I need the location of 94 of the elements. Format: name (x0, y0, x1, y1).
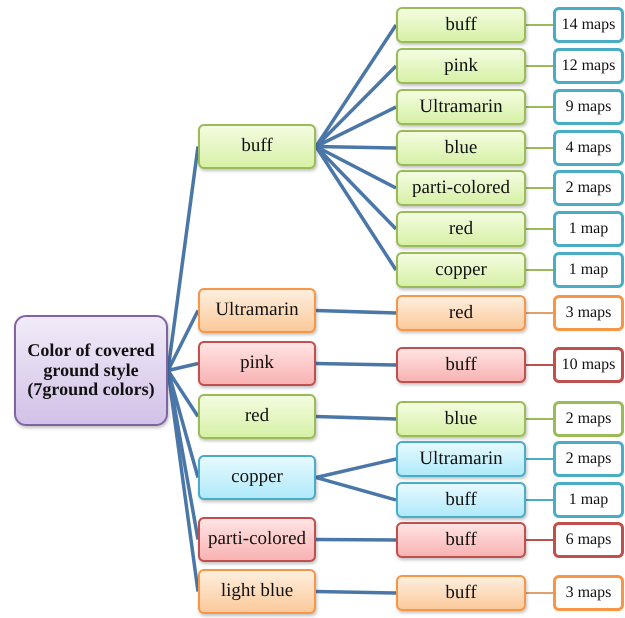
category-box (198, 288, 316, 333)
node-label: 1 map (568, 261, 608, 279)
node-label: 9 maps (566, 98, 612, 116)
count-box (553, 441, 624, 477)
connector-line (168, 362, 198, 372)
node-label: blue (444, 408, 478, 430)
count-box (553, 295, 624, 331)
count-box (553, 170, 624, 206)
category-box (198, 569, 316, 614)
node-label: 2 maps (566, 450, 612, 468)
category-box (396, 295, 526, 331)
node-label: Ultramarin (215, 300, 299, 321)
connector-line (526, 269, 553, 271)
node-label: parti-colored (412, 178, 510, 198)
category-box (396, 522, 526, 558)
count-box (553, 130, 624, 166)
count-box (553, 522, 624, 558)
category-box (396, 482, 526, 518)
connector-line (316, 476, 396, 502)
node-label: 3 maps (566, 304, 612, 322)
node-label: buff (241, 136, 273, 157)
node-label: buff (445, 354, 477, 376)
count-box (553, 252, 624, 288)
node-label: 6 maps (566, 531, 612, 549)
connector-line (316, 308, 396, 315)
count-box (553, 89, 624, 125)
category-box (396, 130, 526, 166)
connector-line (526, 187, 553, 189)
category-box (198, 124, 316, 169)
node-label: light blue (220, 581, 294, 602)
node-label: 2 maps (566, 410, 612, 428)
connector-line (526, 228, 553, 230)
category-box (198, 517, 316, 562)
node-label: buff (445, 490, 477, 510)
node-label: red (448, 302, 474, 324)
node-label: pink (240, 353, 274, 374)
node-label: 14 maps (562, 16, 616, 34)
count-box (553, 347, 624, 383)
category-box (396, 401, 526, 437)
count-box (553, 482, 624, 518)
node-label: buff (445, 530, 477, 550)
connector-line (526, 418, 553, 420)
category-box (198, 394, 316, 439)
connector-line (316, 457, 396, 480)
node-label: blue (444, 138, 478, 158)
node-label: copper (231, 467, 283, 488)
category-box (396, 575, 526, 611)
count-box (553, 401, 624, 437)
category-box (396, 347, 526, 383)
node-label: 3 maps (566, 584, 612, 602)
node-label: 10 maps (562, 356, 616, 374)
count-box (553, 7, 624, 43)
node-label: 1 map (568, 491, 608, 509)
category-box (396, 89, 526, 125)
node-label: 2 maps (566, 179, 612, 197)
connector-line (526, 499, 553, 501)
node-label: parti-colored (208, 529, 306, 550)
connector-line (526, 458, 553, 460)
connector-line (526, 24, 553, 26)
connector-line (526, 147, 553, 149)
connector-line (316, 538, 396, 542)
node-label: Ultramarin (419, 96, 503, 118)
node-label: 1 map (568, 220, 608, 238)
node-label: buff (445, 582, 477, 604)
connector-line (526, 539, 553, 541)
category-box (396, 211, 526, 247)
connector-line (316, 362, 396, 367)
node-label: 12 maps (562, 57, 616, 75)
connector-line (316, 590, 396, 595)
connector-line (316, 414, 396, 421)
count-box (553, 575, 624, 611)
node-label: red (244, 406, 270, 427)
connector-line (526, 65, 553, 67)
connector-line (526, 592, 553, 594)
node-label: 4 maps (566, 139, 612, 157)
connector-line (526, 312, 553, 314)
count-box (553, 48, 624, 84)
category-box (396, 441, 526, 477)
node-label: copper (435, 260, 487, 280)
category-box (396, 252, 526, 288)
node-label: buff (445, 14, 477, 36)
node-label: Ultramarin (419, 448, 503, 470)
node-label: Color of covered ground style (7ground colors) (26, 340, 156, 400)
node-label: red (448, 218, 474, 240)
node-label: pink (444, 56, 478, 76)
category-box (198, 341, 316, 386)
category-box (396, 170, 526, 206)
category-box (396, 48, 526, 84)
connector-line (526, 106, 553, 108)
count-box (553, 211, 624, 247)
category-box (396, 7, 526, 43)
category-box (198, 455, 316, 500)
root-box (14, 315, 168, 426)
connector-line (526, 364, 553, 366)
